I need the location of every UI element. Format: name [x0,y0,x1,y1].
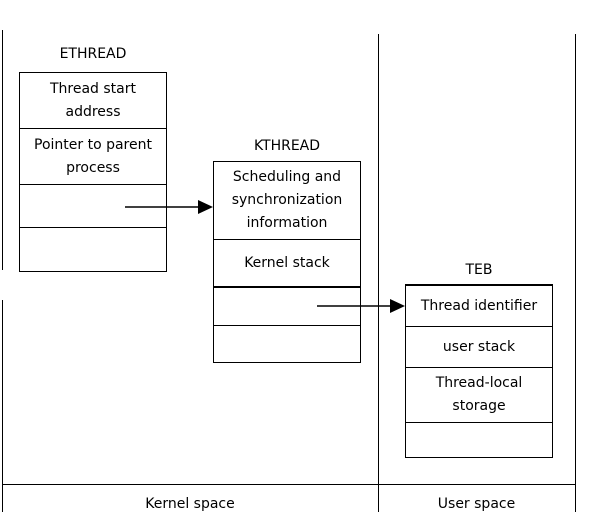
left-boundary-line-lower [2,300,3,512]
teb-field-user-stack: user stack [405,326,553,368]
kthread-field-scheduling-info: Scheduling and synchronization informati… [213,161,361,240]
ethread-field-empty [19,227,167,272]
teb-field-empty [405,422,553,458]
ethread-field-parent-process-pointer: Pointer to parent process [19,128,167,185]
kthread-to-teb-arrow-head [390,299,405,313]
kthread-field-empty [213,325,361,363]
teb-title: TEB [465,262,493,278]
kernel-user-divider [378,34,379,512]
user-space-label: User space [437,496,516,512]
teb-field-thread-identifier: Thread identifier [405,284,553,327]
ethread-title: ETHREAD [59,46,127,62]
left-boundary-line [2,30,3,270]
kernel-space-label: Kernel space [145,496,235,512]
region-label-divider [2,484,576,485]
right-boundary-line [575,34,576,512]
ethread-field-kthread-pointer [19,184,167,228]
kthread-title: KTHREAD [253,138,321,154]
ethread-to-kthread-arrow-head [198,200,213,214]
teb-field-thread-local-storage: Thread-local storage [405,367,553,423]
ethread-field-thread-start-address: Thread start address [19,72,167,129]
kthread-field-kernel-stack: Kernel stack [213,239,361,288]
